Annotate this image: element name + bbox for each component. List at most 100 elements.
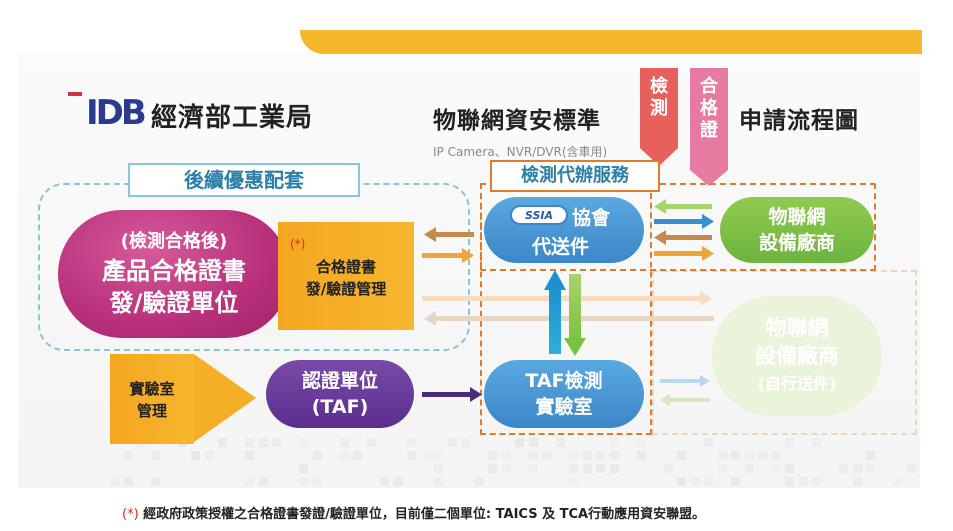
taf-lab-line1: TAF檢測 <box>525 370 603 392</box>
decorative-square <box>380 477 389 486</box>
vendor-line1: 物聯網 <box>768 206 826 228</box>
decorative-square <box>299 477 308 486</box>
product-cert-line3: 發/驗證單位 <box>109 289 239 317</box>
arrow-ssia-to-vendor-1 <box>654 214 714 229</box>
ssia-line1: 協會 <box>572 207 611 229</box>
decorative-square <box>582 451 592 460</box>
decorative-square <box>744 451 754 460</box>
decorative-square <box>866 451 875 460</box>
decorative-square <box>434 477 443 486</box>
decorative-square <box>501 464 511 473</box>
tab-cert: 合 格 證 <box>690 68 728 170</box>
arrow-faint-right <box>422 291 712 306</box>
decorative-square <box>798 477 808 486</box>
arrow-ssia-to-lab <box>564 274 586 356</box>
decorative-square <box>785 464 794 473</box>
cert-mgmt-line1: 合格證書 <box>315 258 376 276</box>
arrow-taf-to-lab <box>422 387 482 402</box>
decorative-square <box>609 451 619 460</box>
idb-logo: IDB <box>86 93 147 133</box>
decorative-square <box>542 451 551 460</box>
decorative-square <box>420 451 430 460</box>
title-right: 申請流程圖 <box>739 108 859 134</box>
decorative-square <box>852 477 862 486</box>
title-left: 物聯網資安標準 <box>433 108 601 134</box>
product-cert-line2: 產品合格證書 <box>102 257 246 285</box>
decorative-square <box>731 477 740 486</box>
decorative-square <box>434 464 443 473</box>
decorative-square <box>123 477 133 486</box>
decorative-square <box>866 464 875 473</box>
decorative-square <box>893 477 902 486</box>
decorative-square <box>569 464 578 473</box>
agency-group-label: 檢測代辦服務 <box>490 160 660 192</box>
decorative-square <box>353 451 362 460</box>
decorative-square <box>447 438 457 447</box>
decorative-square <box>488 464 497 473</box>
tab-cert-arrow <box>690 170 728 186</box>
decorative-square <box>812 477 821 486</box>
arrow-product-to-ssia <box>422 248 474 263</box>
decorative-square <box>596 464 605 473</box>
ssia-line2: 代送件 <box>532 236 590 258</box>
decorative-square <box>245 477 254 486</box>
decorative-square <box>906 464 916 473</box>
arrow-vendor-to-ssia-2 <box>654 230 712 245</box>
decorative-square <box>299 464 308 473</box>
decorative-square <box>312 451 322 460</box>
arrow-ssia-to-product <box>424 227 474 242</box>
decorative-square <box>609 464 619 473</box>
decorative-square <box>758 451 767 460</box>
vendor-line2: 設備廠商 <box>758 232 835 254</box>
decorative-square <box>110 477 119 486</box>
footnote-text: 經政府政策授權之合格證書發證/驗證單位，目前僅二個單位: TAICS 及 TCA… <box>138 507 706 522</box>
decorative-square <box>123 451 133 460</box>
footnote: (*) 經政府政策授權之合格證書發證/驗證單位，目前僅二個單位: TAICS 及… <box>122 503 705 522</box>
decorative-square <box>555 438 565 447</box>
decorative-squares <box>110 438 920 490</box>
decorative-square <box>785 438 794 447</box>
iot-vendor-node: 物聯網 設備廠商 <box>720 197 874 263</box>
arrow-lab-to-ssia <box>544 270 566 354</box>
decorative-square <box>812 438 821 447</box>
decorative-square <box>339 438 349 447</box>
arrow-vendor-to-ssia-1 <box>654 199 712 214</box>
tab-test: 檢 測 <box>640 68 678 148</box>
followup-group-label: 後續優惠配套 <box>128 163 360 197</box>
decorative-square <box>258 438 268 447</box>
arrow-ssia-to-vendor-2 <box>654 246 714 261</box>
accred-line2: (TAF) <box>311 396 369 418</box>
decorative-square <box>569 451 578 460</box>
decorative-square <box>569 477 578 486</box>
decorative-square <box>582 464 592 473</box>
product-cert-unit-node: (檢測合格後) 產品合格證書 發/驗證單位 <box>58 210 290 338</box>
decorative-square <box>474 477 484 486</box>
decorative-square <box>636 451 646 460</box>
vendor-self-line3: (自行送件) <box>757 374 837 393</box>
decorative-square <box>744 464 754 473</box>
decorative-square <box>245 438 254 447</box>
decorative-square <box>704 477 713 486</box>
decorative-square <box>677 477 686 486</box>
decorative-square <box>663 464 673 473</box>
decorative-square <box>609 438 619 447</box>
decorative-square <box>218 438 227 447</box>
decorative-square <box>704 438 713 447</box>
decorative-square <box>150 451 160 460</box>
decorative-square <box>528 438 538 447</box>
cert-mgmt-node: 合格證書 發/驗證管理 <box>278 222 414 330</box>
accred-line1: 認證單位 <box>301 370 378 392</box>
decorative-square <box>717 451 727 460</box>
decorative-square <box>312 477 322 486</box>
decorative-square <box>528 464 538 473</box>
vendor-self-line2: 設備廠商 <box>755 344 839 368</box>
decorative-square <box>515 438 524 447</box>
decorative-square <box>339 451 349 460</box>
lab-mgmt-node: 實驗室 管理 <box>110 354 194 444</box>
decorative-square <box>731 451 740 460</box>
ssia-logo-badge: SSIA <box>510 205 568 225</box>
orange-swoosh-decoration <box>300 30 922 54</box>
taf-test-lab-node: TAF檢測 實驗室 <box>484 360 644 428</box>
